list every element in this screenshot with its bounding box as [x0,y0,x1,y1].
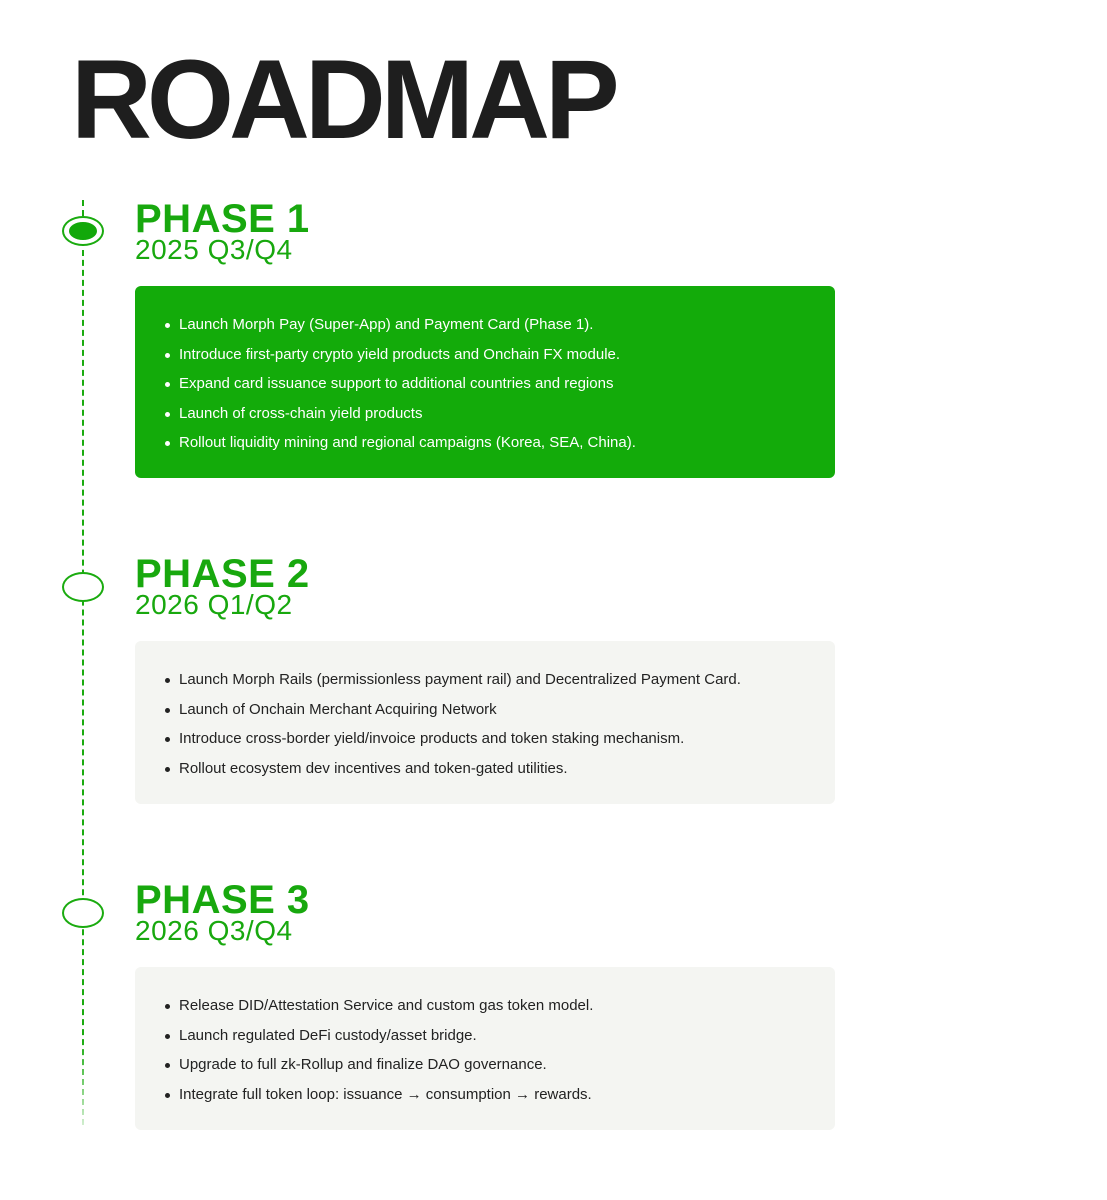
list-item: Rollout ecosystem dev incentives and tok… [161,754,811,784]
timeline-node-phase-1-active [62,216,104,246]
page-title: ROADMAP [71,37,620,162]
phase-3-title: PHASE 3 [135,878,310,922]
phase-3-list: Release DID/Attestation Service and cust… [161,991,811,1109]
list-item: Launch regulated DeFi custody/asset brid… [161,1021,811,1051]
phase-3-card: Release DID/Attestation Service and cust… [135,967,835,1130]
list-item: Expand card issuance support to addition… [161,369,811,399]
timeline-line [82,200,84,1125]
list-item: Launch Morph Rails (permissionless payme… [161,665,811,695]
list-item: Release DID/Attestation Service and cust… [161,991,811,1021]
phase-2-card: Launch Morph Rails (permissionless payme… [135,641,835,804]
list-item: Launch Morph Pay (Super-App) and Payment… [161,310,811,340]
phase-2-title: PHASE 2 [135,552,310,596]
phase-2-list: Launch Morph Rails (permissionless payme… [161,665,811,783]
timeline-node-phase-3 [62,898,104,928]
phase-3-period: 2026 Q3/Q4 [135,915,293,946]
list-item: Launch of Onchain Merchant Acquiring Net… [161,695,811,725]
list-item: Launch of cross-chain yield products [161,399,811,429]
phase-2-period: 2026 Q1/Q2 [135,589,293,620]
phase-1-list: Launch Morph Pay (Super-App) and Payment… [161,310,811,458]
phase-1-card: Launch Morph Pay (Super-App) and Payment… [135,286,835,478]
list-item: Integrate full token loop: issuance → co… [161,1080,811,1110]
phase-1-period: 2025 Q3/Q4 [135,234,293,265]
timeline-node-phase-2 [62,572,104,602]
list-item: Introduce cross-border yield/invoice pro… [161,724,811,754]
timeline-fade [78,1040,88,1130]
phase-1-title: PHASE 1 [135,197,310,241]
list-item: Rollout liquidity mining and regional ca… [161,428,811,458]
list-item: Introduce first-party crypto yield produ… [161,340,811,370]
list-item: Upgrade to full zk-Rollup and finalize D… [161,1050,811,1080]
